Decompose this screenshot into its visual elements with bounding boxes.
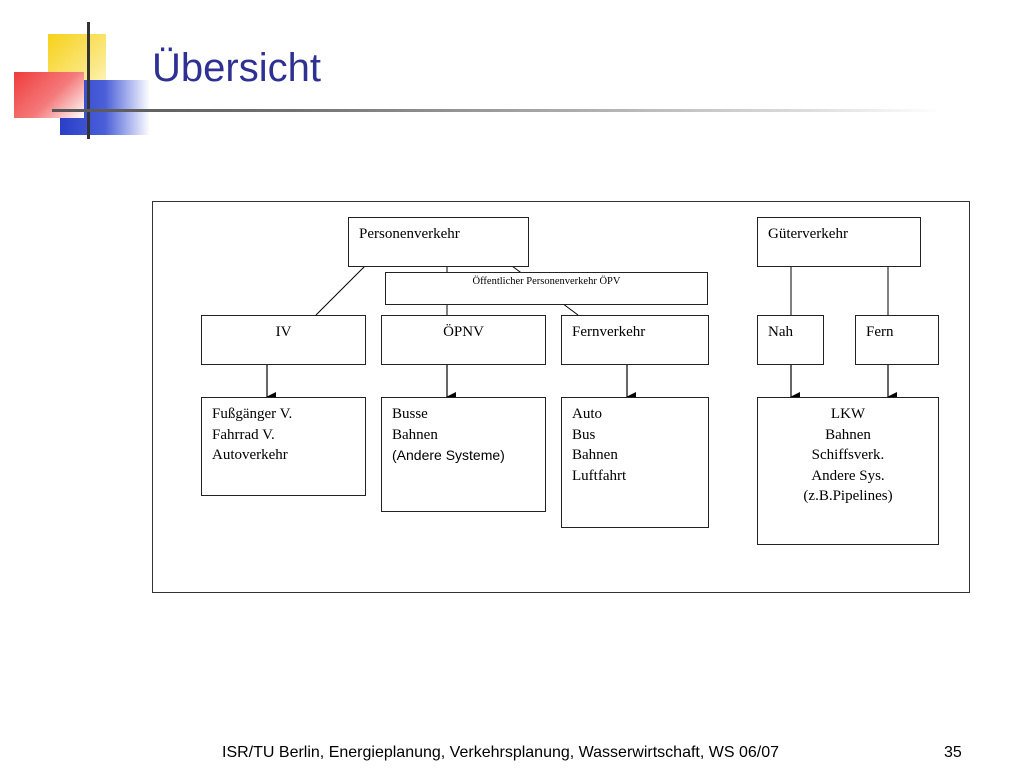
box-fern-modes: Auto Bus Bahnen Luftfahrt xyxy=(561,397,709,528)
box-iv-modes: Fußgänger V. Fahrrad V. Autoverkehr xyxy=(201,397,366,496)
box-oepv-label: Öffentlicher Personenverkehr ÖPV xyxy=(472,276,621,287)
gueter-mode-item: Bahnen xyxy=(825,426,871,443)
box-iv: IV xyxy=(201,315,366,365)
fern-mode-item: Bahnen xyxy=(572,447,618,463)
iv-mode-item: Fußgänger V. xyxy=(212,406,293,422)
fern-mode-item: Luftfahrt xyxy=(572,467,627,484)
oepnv-mode-item: Busse xyxy=(392,406,428,422)
gueter-mode-item: (z.B.Pipelines) xyxy=(803,488,893,504)
fern-mode-item: Bus xyxy=(572,426,596,443)
box-oepnv-modes: Busse Bahnen (Andere Systeme) xyxy=(381,397,546,512)
gueter-mode-item: Schiffsverk. xyxy=(811,447,885,463)
iv-mode-item: Fahrrad V. xyxy=(212,426,275,443)
slide-title: Übersicht xyxy=(152,46,321,90)
gueter-mode-item: LKW xyxy=(830,406,866,422)
box-fernverkehr-label: Fernverkehr xyxy=(572,324,646,340)
oepnv-mode-item: (Andere Systeme) xyxy=(392,447,505,463)
box-personenverkehr: Personenverkehr xyxy=(348,217,529,267)
box-gueterverkehr-label: Güterverkehr xyxy=(768,226,848,242)
box-gueter-modes: LKW Bahnen Schiffsverk. Andere Sys. (z.B… xyxy=(757,397,939,545)
slide-footer: ISR/TU Berlin, Energieplanung, Verkehrsp… xyxy=(222,744,779,761)
box-fern-label: Fern xyxy=(866,324,894,340)
iv-mode-item: Autoverkehr xyxy=(212,447,288,463)
box-personenverkehr-label: Personenverkehr xyxy=(359,226,460,242)
logo-vertical-line xyxy=(87,22,90,139)
title-underline xyxy=(52,109,942,112)
box-fernverkehr: Fernverkehr xyxy=(561,315,709,365)
box-oepnv-label: ÖPNV xyxy=(443,324,484,340)
box-iv-label: IV xyxy=(275,324,292,340)
connector-pv-iv xyxy=(315,265,366,316)
box-nah: Nah xyxy=(757,315,824,365)
diagram-frame xyxy=(152,201,970,593)
box-fern: Fern xyxy=(855,315,939,365)
page-number: 35 xyxy=(944,744,962,761)
oepnv-mode-item: Bahnen xyxy=(392,426,438,443)
gueter-mode-item: Andere Sys. xyxy=(811,467,885,484)
box-oepv: Öffentlicher Personenverkehr ÖPV xyxy=(385,272,708,305)
fern-mode-item: Auto xyxy=(572,406,602,422)
box-oepnv: ÖPNV xyxy=(381,315,546,365)
box-gueterverkehr: Güterverkehr xyxy=(757,217,921,267)
box-nah-label: Nah xyxy=(768,324,793,340)
